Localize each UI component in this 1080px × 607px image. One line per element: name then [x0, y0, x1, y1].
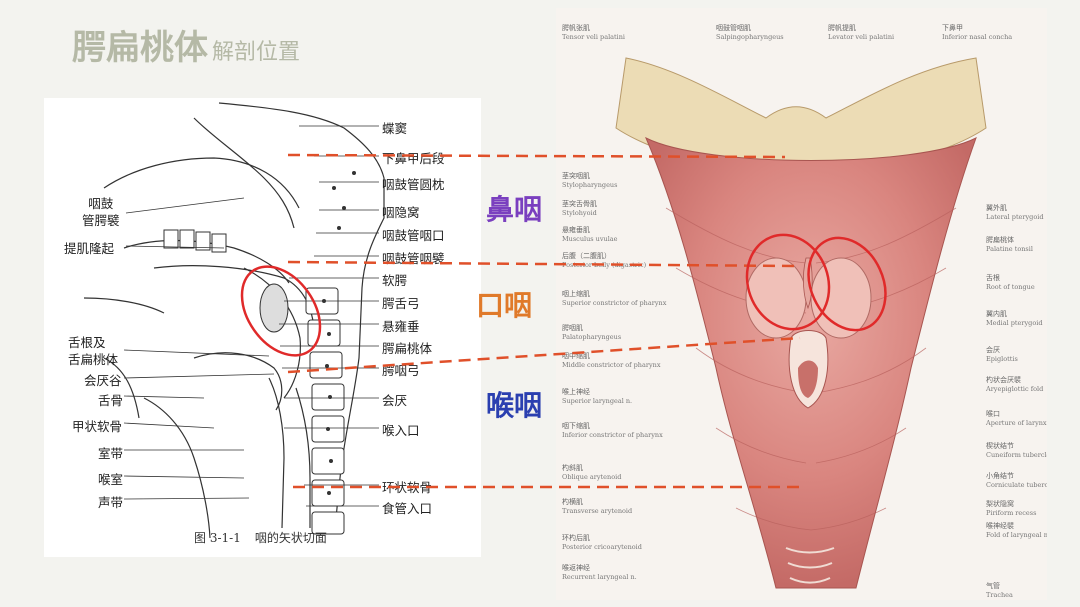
label-tube-opening: 咽鼓管咽口	[382, 228, 445, 243]
right-label-posterior-belly: 后腹（二腹肌）Posterior belly (digastric)	[562, 252, 647, 269]
caption-figure-number: 图 3-1-1	[194, 531, 241, 545]
caption-text: 咽的矢状切面	[254, 531, 327, 545]
label-torus-tubarius: 咽鼓管圆枕	[382, 177, 445, 192]
label-soft-palate: 软腭	[382, 273, 408, 288]
title-main: 腭扁桃体	[72, 28, 208, 68]
label-tongue-root-tonsil: 舌根及 舌扁桃体	[68, 335, 119, 367]
label-sphenoid-sinus: 蝶窦	[382, 121, 408, 136]
title-sub: 解剖位置	[212, 40, 301, 65]
label-inferior-meatus: 下鼻甲后段	[382, 151, 445, 166]
label-levator-torus: 提肌隆起	[64, 241, 115, 256]
label-laryngeal-inlet: 喉入口	[382, 423, 420, 438]
label-ventricle: 喉室	[98, 472, 124, 487]
region-nasopharynx: 鼻咽	[486, 193, 543, 226]
label-vestibular-fold: 室带	[98, 446, 124, 461]
label-vocal-cord: 声带	[98, 495, 124, 510]
label-salpingopharyngeal-fold: 咽鼓管咽襞	[382, 251, 445, 266]
label-palatopharyngeal-arch: 腭咽弓	[382, 363, 420, 378]
label-pharyngeal-recess: 咽隐窝	[382, 205, 420, 220]
label-palatoglossal-arch: 腭舌弓	[382, 296, 420, 311]
label-thyroid-cartilage: 甲状软骨	[72, 419, 123, 434]
region-oropharynx: 口咽	[476, 289, 533, 322]
slide-title: 腭扁桃体解剖位置	[72, 20, 300, 69]
label-palatine-tonsil: 腭扁桃体	[382, 341, 433, 356]
figure-caption: 图 3-1-1 咽的矢状切面	[194, 529, 341, 546]
label-vallecula: 会厌谷	[84, 373, 122, 388]
region-laryngopharynx: 喉咽	[486, 389, 543, 422]
label-uvula: 悬雍垂	[382, 319, 420, 334]
label-esophagus-inlet: 食管入口	[382, 501, 433, 516]
sagittal-section-figure: 蝶窦 下鼻甲后段 咽鼓管圆枕 咽隐窝 咽鼓管咽口 咽鼓管咽襞 软腭 腭舌弓 悬雍…	[44, 98, 481, 557]
label-cricoid: 环状软骨	[382, 480, 433, 495]
label-pharyngotympanic: 咽鼓 管腭襞	[82, 196, 120, 228]
label-epiglottis: 会厌	[382, 393, 408, 408]
label-hyoid: 舌骨	[98, 393, 124, 408]
posterior-pharynx-drawing	[615, 57, 987, 589]
